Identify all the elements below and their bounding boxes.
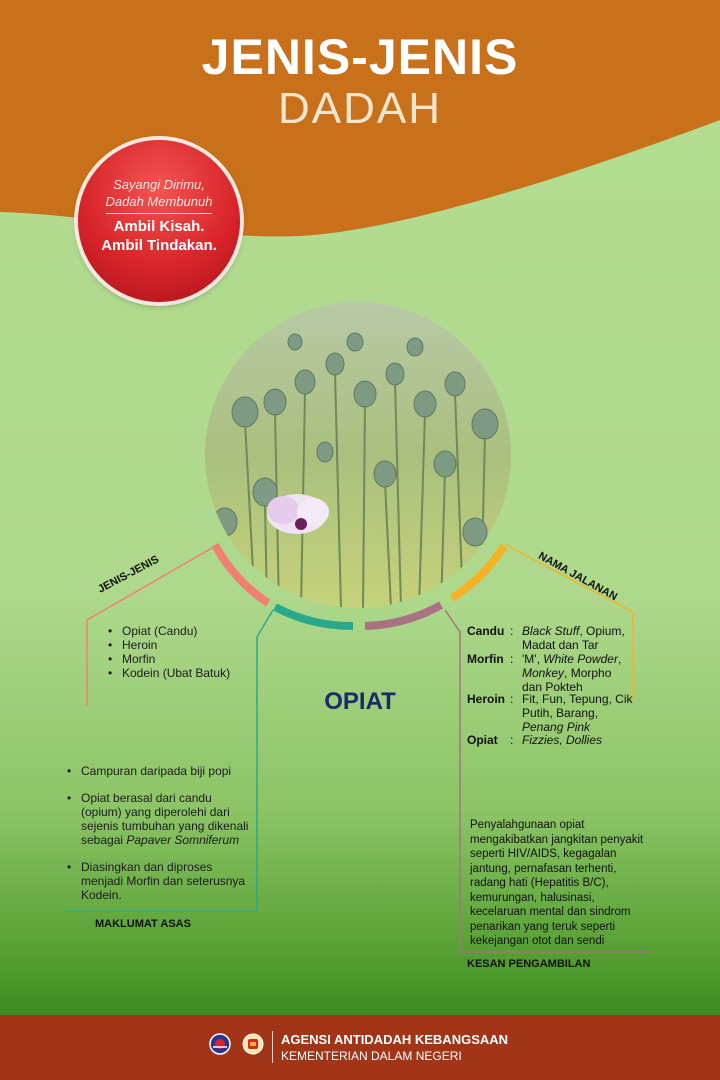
footer-bar: AGENSI ANTIDADAH KEBANGSAAN KEMENTERIAN … <box>0 1015 720 1080</box>
row-value: Fizzies, Dollies <box>522 733 603 747</box>
list-item: Morfin <box>106 652 256 666</box>
row-key: Opiat <box>467 733 498 747</box>
maklumat-label: MAKLUMAT ASAS <box>95 918 191 930</box>
street-name-row: Candu: Black Stuff, Opium,Madat dan Tar <box>467 624 657 654</box>
row-key: Candu <box>467 624 505 638</box>
badge-line-1: Sayangi Dirimu, <box>113 177 205 192</box>
list-item: Heroin <box>106 638 256 652</box>
page-title: JENIS-JENIS <box>201 29 519 85</box>
street-name-row: Morfin: 'M', White Powder,Monkey, Morpho… <box>467 652 657 696</box>
ministry-crest-icon <box>242 1033 264 1055</box>
row-key: Morfin <box>467 652 504 666</box>
kesan-label: KESAN PENGAMBILAN <box>467 958 591 970</box>
poppy-field-photo <box>205 302 511 608</box>
row-key: Heroin <box>467 692 506 706</box>
list-item: Diasingkan dan diproses menjadi Morfin d… <box>65 860 250 902</box>
agency-emblem-icon <box>209 1033 231 1055</box>
ministry-name: KEMENTERIAN DALAM NEGERI <box>281 1049 462 1063</box>
kesan-text: Penyalahgunaan opiat mengakibatkan jangk… <box>470 819 644 947</box>
list-item: Kodein (Ubat Batuk) <box>106 666 256 680</box>
badge-line-2: Dadah Membunuh <box>105 194 213 209</box>
agency-name: AGENSI ANTIDADAH KEBANGSAAN <box>281 1032 509 1047</box>
street-name-row: Opiat: Fizzies, Dollies <box>467 733 657 749</box>
badge-line-4: Ambil Tindakan. <box>101 237 217 254</box>
row-value: Black Stuff, Opium,Madat dan Tar <box>522 624 625 652</box>
maklumat-list: Campuran daripada biji popi Opiat berasa… <box>65 764 250 902</box>
slogan-badge: Sayangi Dirimu, Dadah Membunuh Ambil Kis… <box>78 140 240 302</box>
list-item: Opiat (Candu) <box>106 624 256 638</box>
list-item: Campuran daripada biji popi <box>65 764 250 778</box>
badge-divider <box>106 213 212 214</box>
jenis-list: Opiat (Candu) Heroin Morfin Kodein (Ubat… <box>106 624 256 680</box>
badge-line-3: Ambil Kisah. <box>113 218 205 235</box>
drug-name-title: OPIAT <box>324 688 396 715</box>
list-item: Opiat berasal dari candu (opium) yang di… <box>65 791 250 847</box>
page-subtitle: DADAH <box>277 84 443 133</box>
footer-divider <box>272 1031 273 1063</box>
